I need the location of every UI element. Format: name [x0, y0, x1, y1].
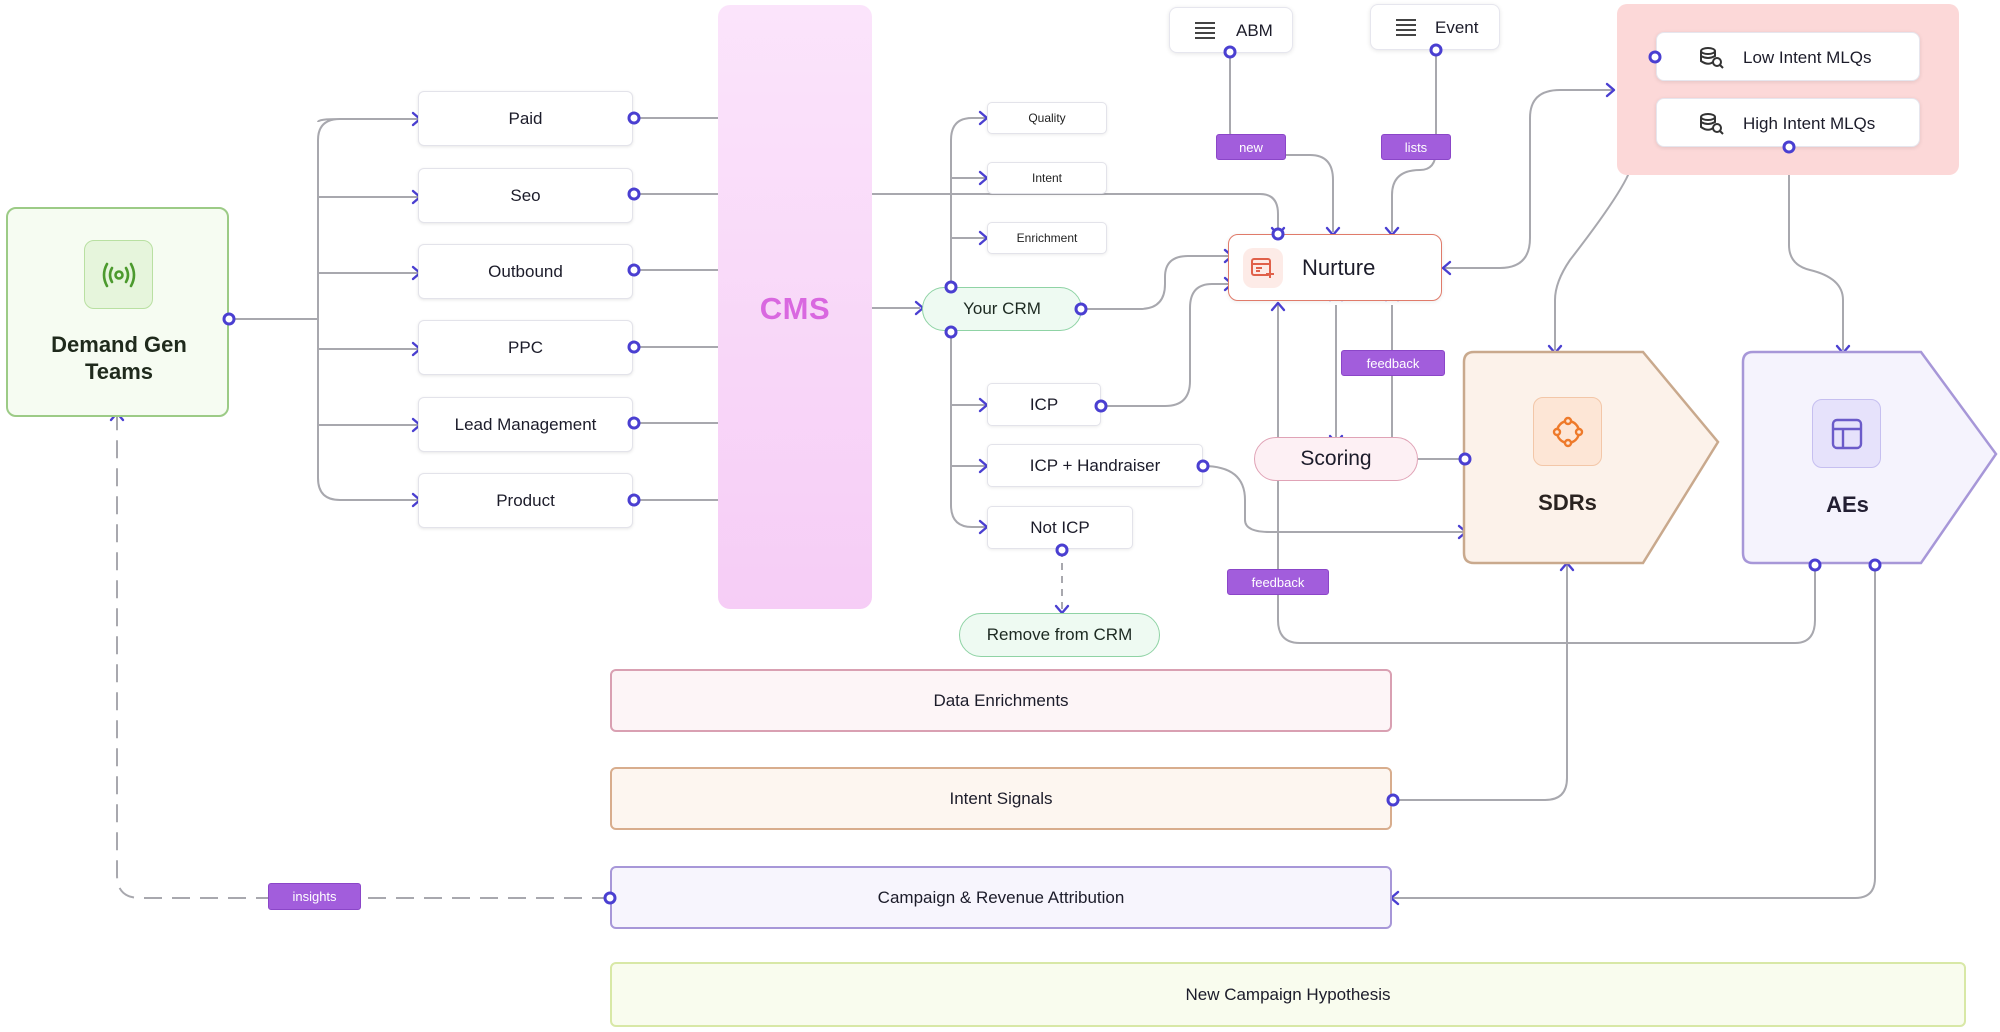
mlq-panel: Low Intent MLQs High Intent MLQs	[1617, 4, 1959, 175]
tag-feedback-scoring: feedback	[1341, 350, 1445, 376]
tag-new: new	[1216, 134, 1286, 160]
broadcast-icon	[84, 240, 153, 309]
event-list-card[interactable]: Event	[1370, 4, 1500, 50]
aes-icon	[1812, 399, 1881, 468]
database-search-icon	[1700, 47, 1724, 69]
event-label: Event	[1435, 18, 1479, 37]
sdrs-icon	[1533, 397, 1602, 466]
cms-label: CMS	[759, 291, 831, 326]
attribution-bar[interactable]: Campaign & Revenue Attribution	[610, 866, 1392, 929]
scoring-node[interactable]: Scoring	[1254, 437, 1418, 481]
nurture-icon	[1243, 248, 1283, 288]
demand-gen-teams-card[interactable]: Demand Gen Teams	[6, 207, 229, 417]
segment-icp[interactable]: ICP	[987, 383, 1101, 426]
intent-signals-bar[interactable]: Intent Signals	[610, 767, 1392, 830]
high-intent-label: High Intent MLQs	[1743, 114, 1876, 133]
low-intent-label: Low Intent MLQs	[1743, 48, 1872, 67]
database-search-icon	[1700, 113, 1724, 135]
sdrs-label: SDRs	[1538, 490, 1597, 515]
new-campaign-hypothesis-bar[interactable]: New Campaign Hypothesis	[610, 962, 1966, 1027]
tag-insights: insights	[268, 883, 361, 910]
tag-lists: lists	[1381, 134, 1451, 160]
demand-gen-title: Demand Gen Teams	[51, 332, 187, 384]
crm-input-intent[interactable]: Intent	[987, 162, 1107, 194]
list-icon	[1396, 19, 1416, 36]
aes-label: AEs	[1826, 492, 1869, 517]
high-intent-mlqs-card[interactable]: High Intent MLQs	[1656, 98, 1920, 147]
segment-not-icp[interactable]: Not ICP	[987, 506, 1133, 549]
source-ppc[interactable]: PPC	[418, 320, 633, 375]
remove-from-crm-node[interactable]: Remove from CRM	[959, 613, 1160, 657]
your-crm-node[interactable]: Your CRM	[922, 287, 1082, 331]
low-intent-mlqs-card[interactable]: Low Intent MLQs	[1656, 32, 1920, 81]
source-seo[interactable]: Seo	[418, 168, 633, 223]
source-product[interactable]: Product	[418, 473, 633, 528]
abm-label: ABM	[1236, 21, 1273, 40]
tag-feedback-loop: feedback	[1227, 569, 1329, 595]
abm-list-card[interactable]: ABM	[1169, 7, 1293, 53]
cms-band: CMS	[718, 5, 872, 609]
source-paid[interactable]: Paid	[418, 91, 633, 146]
nurture-label: Nurture	[1302, 255, 1376, 280]
data-enrichments-bar[interactable]: Data Enrichments	[610, 669, 1392, 732]
nurture-node[interactable]: Nurture	[1228, 234, 1442, 301]
crm-input-enrichment[interactable]: Enrichment	[987, 222, 1107, 254]
list-icon	[1195, 22, 1215, 39]
source-outbound[interactable]: Outbound	[418, 244, 633, 299]
crm-input-quality[interactable]: Quality	[987, 102, 1107, 134]
